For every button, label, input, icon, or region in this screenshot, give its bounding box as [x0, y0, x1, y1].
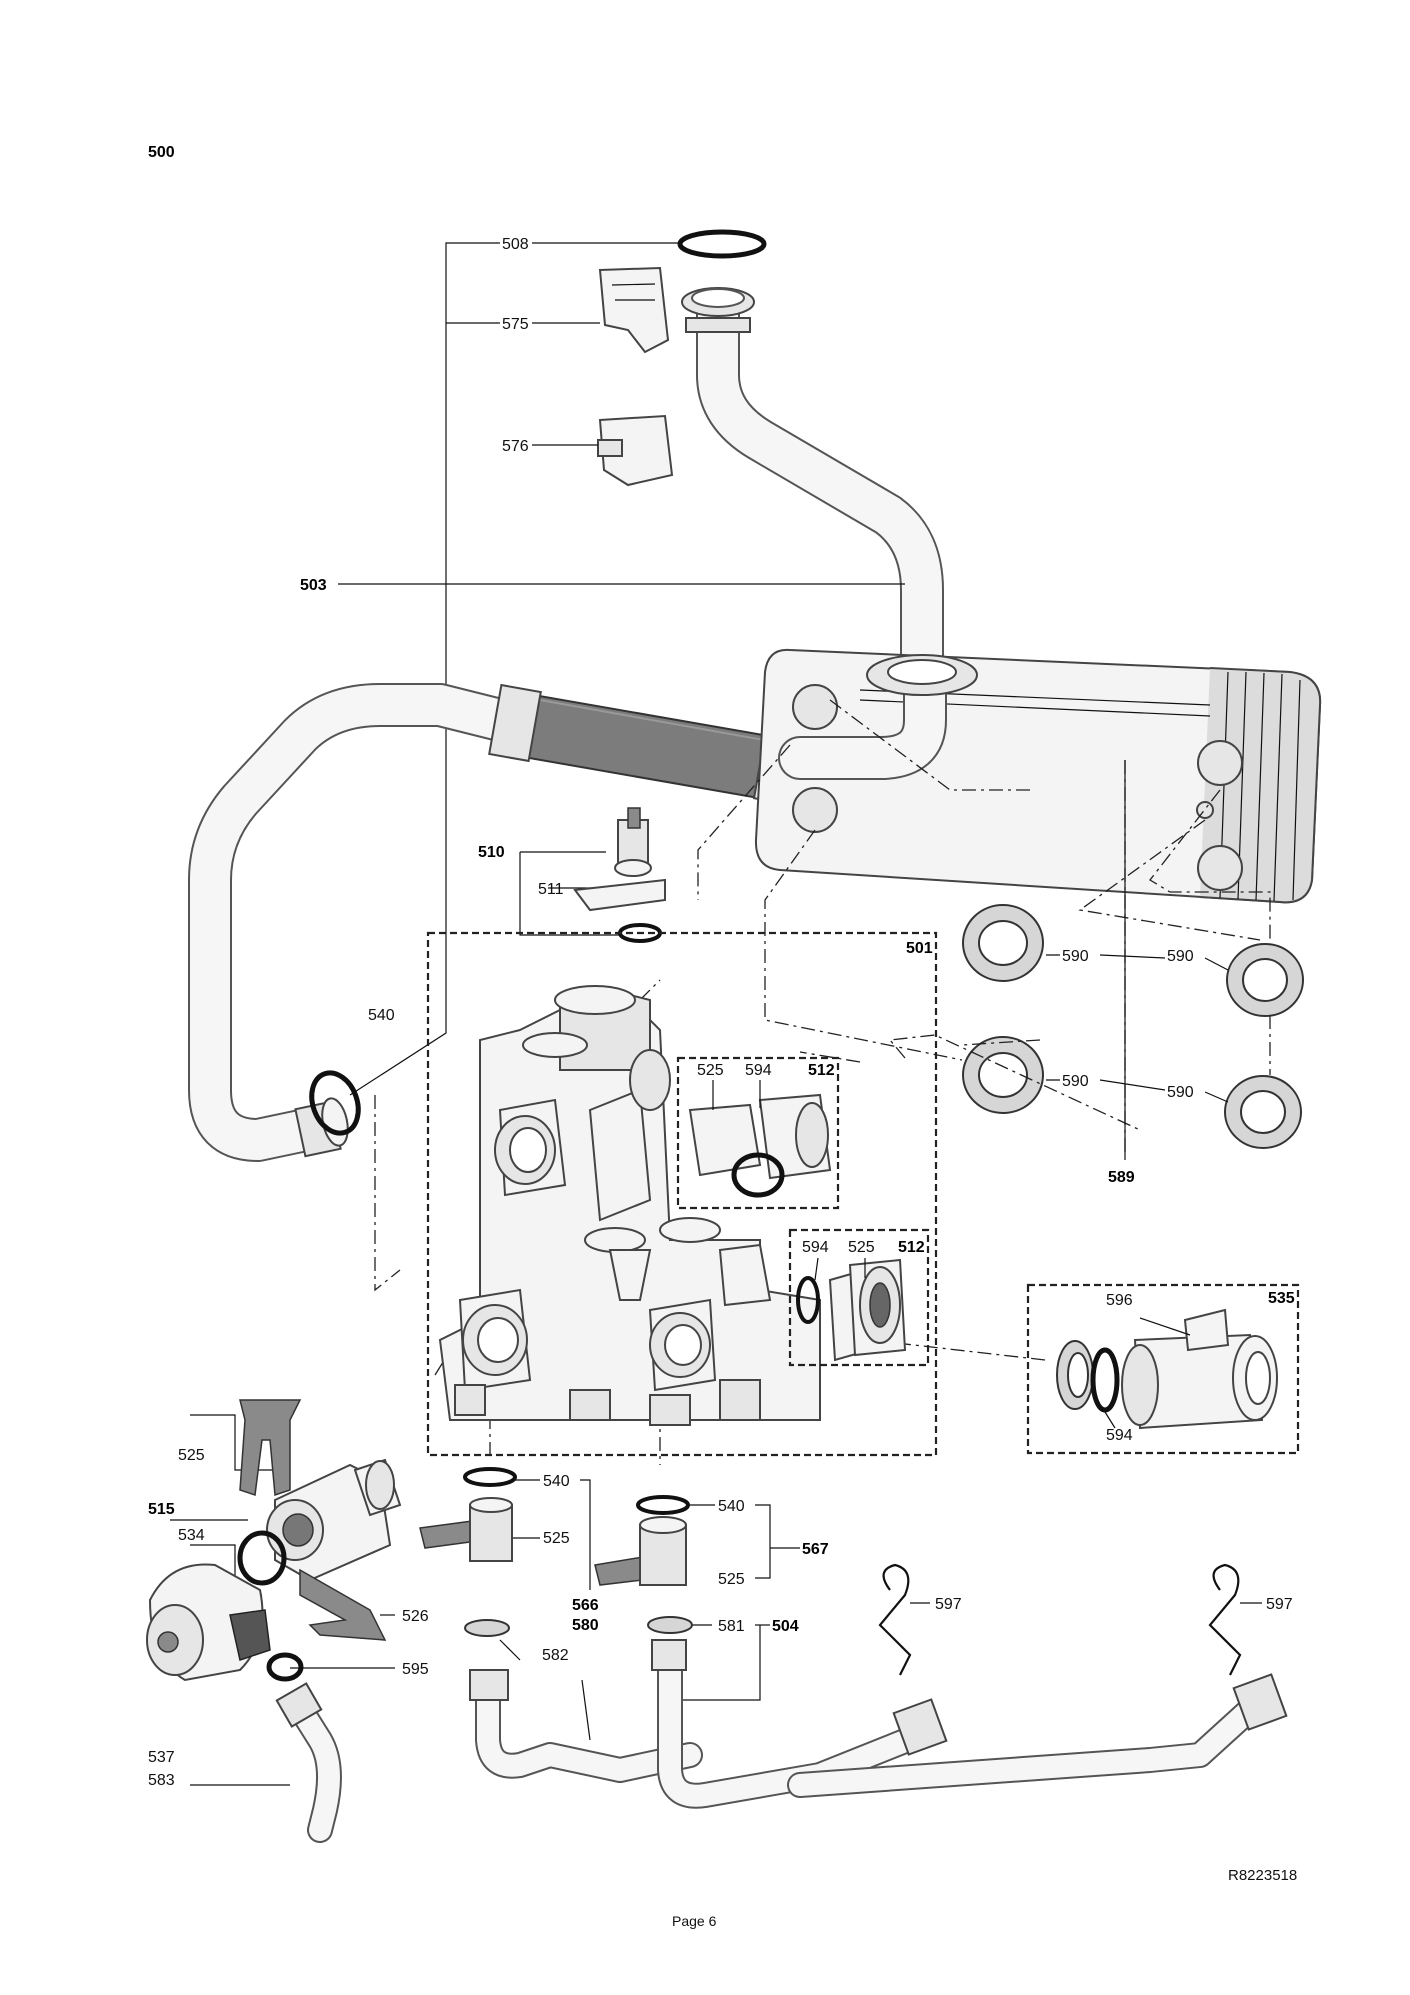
callout-576: 576	[502, 438, 529, 455]
callout-540-right: 540	[718, 1498, 745, 1515]
o-ring-534	[237, 1530, 287, 1586]
assembly-box-512-lower	[788, 1228, 930, 1367]
callout-511: 511	[538, 881, 564, 898]
o-ring-540-left	[309, 1070, 361, 1136]
bottom-middle-leaders	[499, 1479, 1262, 1741]
callout-526: 526	[402, 1608, 429, 1625]
seal-590-b	[962, 1036, 1044, 1114]
upper-leaders	[338, 242, 905, 585]
callout-575: 575	[502, 316, 529, 333]
callout-537: 537	[148, 1749, 175, 1766]
o-ring-508	[677, 229, 767, 259]
upper-pipe-503	[681, 287, 944, 697]
callout-534: 534	[178, 1527, 205, 1544]
callout-566: 566	[572, 1597, 599, 1614]
hot-water-pipe-504	[651, 1639, 948, 1809]
seal-590-d	[1224, 1075, 1302, 1149]
cold-water-pipe-580	[469, 1669, 703, 1783]
assembly-box-512-upper	[676, 1056, 840, 1210]
washer-595	[266, 1652, 304, 1682]
callout-535: 535	[1268, 1290, 1295, 1307]
callout-503: 503	[300, 577, 327, 594]
callout-512-upper: 512	[808, 1062, 835, 1079]
page-number: Page 6	[672, 1913, 717, 1929]
callout-512-lower: 512	[898, 1239, 925, 1256]
assembly-box-501	[426, 931, 938, 1457]
drawing-reference: R8223518	[1228, 1867, 1297, 1884]
valve-insert-512-upper	[688, 1080, 832, 1198]
clip-525-left	[239, 1399, 302, 1497]
callout-581: 581	[718, 1618, 745, 1635]
callout-594-upper: 594	[745, 1062, 772, 1079]
fitting-566	[419, 1467, 517, 1562]
valve-insert-512-lower	[796, 1257, 907, 1362]
callout-504: 504	[772, 1618, 799, 1635]
callout-590-a: 590	[1062, 948, 1089, 965]
callout-525-upper: 525	[697, 1062, 724, 1079]
callout-589: 589	[1108, 1169, 1135, 1186]
callout-501: 501	[906, 940, 933, 957]
callout-515: 515	[148, 1501, 175, 1518]
assembly-bracket-503	[349, 242, 500, 1096]
seals-590	[962, 904, 1304, 1149]
callout-590-d: 590	[1167, 1084, 1194, 1101]
return-pipe-540	[188, 683, 522, 1162]
callout-525-left: 525	[178, 1447, 205, 1464]
long-pipe-right	[787, 1673, 1288, 1798]
callout-540-mid: 540	[543, 1473, 570, 1490]
washers-581-582	[464, 1616, 693, 1637]
sensor-group-510	[519, 807, 666, 943]
seal-590-a	[962, 904, 1044, 982]
plate-heat-exchanger	[754, 648, 1322, 904]
callout-510: 510	[478, 844, 505, 861]
clip-526	[299, 1568, 387, 1641]
sensor-clip-576	[597, 414, 674, 487]
callout-580: 580	[572, 1617, 599, 1634]
fitting-567	[594, 1495, 690, 1586]
drain-pipe-537	[275, 1682, 342, 1843]
callout-597-right: 597	[1266, 1596, 1293, 1613]
callout-594-535: 594	[1106, 1427, 1133, 1444]
callout-567: 567	[802, 1541, 829, 1558]
assembly-box-535	[1026, 1283, 1300, 1455]
valve-block-501	[438, 985, 821, 1426]
callout-labels: 508 575 576 503 510 511 501 540 525 594 …	[148, 236, 1295, 1789]
callout-582: 582	[542, 1647, 569, 1664]
callout-508: 508	[502, 236, 529, 253]
callout-595: 595	[402, 1661, 429, 1678]
callout-590-c: 590	[1062, 1073, 1089, 1090]
diagram-id: 500	[148, 144, 175, 161]
callout-597-left: 597	[935, 1596, 962, 1613]
seal-590-c	[1226, 943, 1304, 1017]
callout-540-left: 540	[368, 1007, 395, 1024]
clip-575	[598, 266, 670, 354]
pressure-relief-515	[266, 1458, 402, 1582]
safety-valve-body	[146, 1563, 271, 1682]
clips-597	[878, 1563, 1242, 1676]
callout-590-b: 590	[1167, 948, 1194, 965]
callout-583: 583	[148, 1772, 175, 1789]
callout-525-right: 525	[718, 1571, 745, 1588]
callout-525-lower: 525	[848, 1239, 875, 1256]
callout-525-mid: 525	[543, 1530, 570, 1547]
callout-594-lower: 594	[802, 1239, 829, 1256]
callout-596: 596	[1106, 1292, 1133, 1309]
diverter-motor-535	[1056, 1308, 1278, 1430]
